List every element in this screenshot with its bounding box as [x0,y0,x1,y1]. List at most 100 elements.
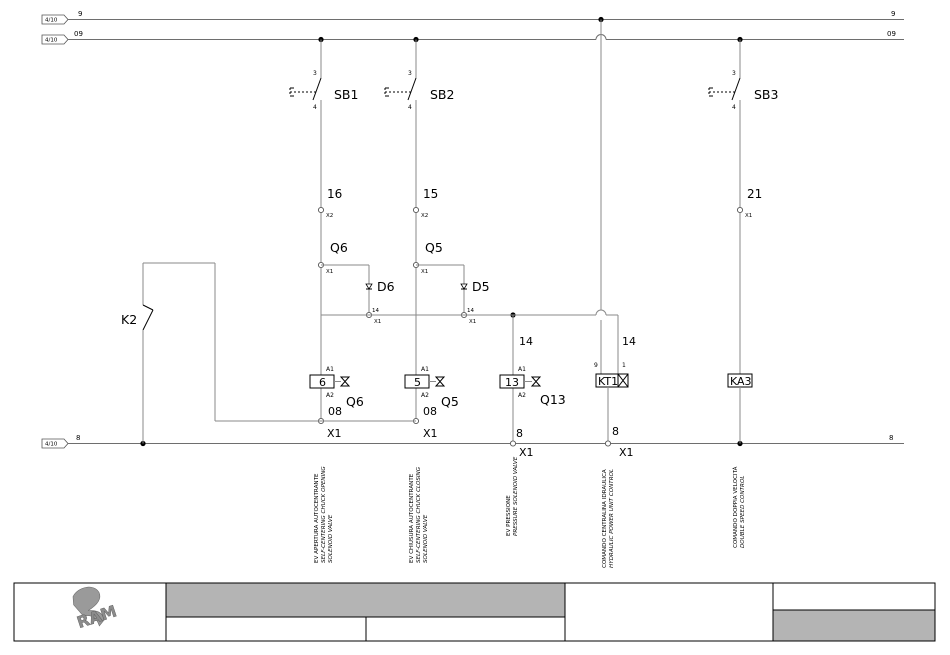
terminal-14-label: 14 [467,308,474,314]
desc-q6-en1: SELF-CENTERING CHUCK OPENING [321,466,327,563]
rail-9-label-right: 9 [891,10,895,18]
terminal-x1-kt: X1 [619,446,634,459]
desc-kt1-it: COMANDO CENTRALINA IDRAULICA [602,469,608,568]
terminal-14-label: 14 [372,308,379,314]
wire-08-label: 08 [423,405,437,418]
kt1-pin-9: 9 [594,362,598,369]
sb2-label: SB2 [430,87,454,102]
coil-pin-a2: A2 [326,392,334,399]
desc-q5-en1: SELF-CENTERING CHUCK CLOSING [416,466,422,563]
sb1-label: SB1 [334,87,358,102]
desc-ka3: COMANDO DOPPIA VELOCITÀ DOUBLE SPEED CON… [732,466,746,548]
rail-09-label-left: 09 [74,30,83,38]
q6-label: Q6 [330,240,348,255]
sb1-pin-3: 3 [313,70,317,77]
d6-label: D6 [377,279,395,294]
wire-21-label: 21 [747,187,762,201]
diode-d5-icon [460,283,468,290]
terminal-x1-label: X1 [421,269,428,275]
terminal-x1-label: X1 [745,213,752,219]
desc-q13-en1: PRESSURE SOLENOID VALVE [513,456,519,536]
wire-08-label: 08 [328,405,342,418]
terminal-x1-q6: X1 [327,427,342,440]
terminal-x1-label: X1 [326,269,333,275]
wire-15-label: 15 [423,187,438,201]
desc-q13-it: EV PRESSIONE [506,495,512,536]
terminal-x1-p: X1 [519,446,534,459]
rail-09: 4/10 09 09 [41,30,904,45]
rail-09-label-right: 09 [887,30,896,38]
branch-sb2: 3 4 SB2 15 X2 Q5 X1 D5 14 X1 A1 5 A2 Q5 … [384,39,490,440]
terminal-x1-q5: X1 [423,427,438,440]
q5-label: Q5 [425,240,443,255]
timer-cross-icon [617,373,629,388]
terminal-x2-label: X2 [326,213,333,219]
sb2-pin-4: 4 [408,104,412,111]
coil-pin-a1: A1 [421,366,429,373]
branch-kt1: 14 9 1 KT1 8 X1 [594,19,636,459]
d5-label: D5 [472,279,490,294]
kt1-label: KT1 [598,375,618,388]
coil-5-label: 5 [414,376,421,389]
rail-09-sheet-ref: 4/10 [45,38,58,44]
terminal [412,206,420,214]
desc-ka3-en1: DOUBLE SPEED CONTROL [740,476,746,548]
desc-q5-it: EV CHIUSURA AUTOCENTRANTE [409,473,415,563]
q13-label: Q13 [540,392,566,407]
coil-13-label: 13 [505,376,519,389]
desc-q6: EV APERTURA AUTOCENTRANTE SELF-CENTERING… [314,466,334,563]
coil-pin-a2: A2 [518,392,526,399]
sb3-label: SB3 [754,87,778,102]
company-logo: RAM [72,586,119,632]
desc-q6-en2: SOLENOID VALVE [328,514,334,563]
sb3-pin-3: 3 [732,70,736,77]
terminal-x2-label: X2 [421,213,428,219]
sb2-pin-3: 3 [408,70,412,77]
k2-label: K2 [121,312,137,327]
q6-valve-label: Q6 [346,394,364,409]
branch-sb1: 3 4 SB1 16 X2 Q6 X1 D6 14 X1 A1 6 A2 Q6 … [289,39,395,440]
branch-sb3: 3 4 SB3 21 X1 KA3 [708,39,778,444]
rail-9: 4/10 9 9 [41,10,904,25]
sb1-pin-4: 4 [313,104,317,111]
terminal [604,440,612,447]
rail-8-label-right: 8 [889,434,893,442]
desc-kt1-en1: HYDRAULIC POWER UNIT CONTROL [609,469,615,568]
coil-6-label: 6 [319,376,326,389]
desc-q13: EV PRESSIONE PRESSURE SOLENOID VALVE [506,456,519,536]
valve-q13-icon [530,376,542,387]
desc-q6-it: EV APERTURA AUTOCENTRANTE [314,473,320,563]
title-gray-field-right [773,610,935,641]
terminal [736,206,744,214]
desc-ka3-it: COMANDO DOPPIA VELOCITÀ [732,466,739,548]
desc-kt1: COMANDO CENTRALINA IDRAULICA HYDRAULIC P… [602,469,615,568]
terminal [317,206,325,214]
rail-8: 4/10 8 8 [41,434,904,449]
terminal-x1-label: X1 [469,319,476,325]
wire-8-label: 8 [612,425,619,438]
k2-contact: K2 [121,262,416,444]
valve-q5-icon [434,376,446,387]
kt1-pin-1: 1 [622,362,626,369]
terminal-x1-label: X1 [374,319,381,325]
desc-q5-en2: SOLENOID VALVE [423,514,429,563]
rail-8-sheet-ref: 4/10 [45,442,58,448]
coil-pin-a1: A1 [518,366,526,373]
desc-q5: EV CHIUSURA AUTOCENTRANTE SELF-CENTERING… [409,466,429,563]
diode-d6-icon [365,283,373,290]
terminal [509,440,517,447]
q5-valve-label: Q5 [441,394,459,409]
ka3-label: KA3 [730,375,752,388]
wire-16-label: 16 [327,187,342,201]
valve-q6-icon [339,376,351,387]
coil-pin-a2: A2 [421,392,429,399]
sb3-pin-4: 4 [732,104,736,111]
title-block: RAM [13,582,936,642]
wire-14-label: 14 [622,335,636,348]
wire-8-label: 8 [516,427,523,440]
coil-pin-a1: A1 [326,366,334,373]
branch-q13: 14 A1 13 A2 Q13 8 X1 [499,315,566,459]
rail-9-sheet-ref: 4/10 [45,18,58,24]
title-gray-field [166,583,565,617]
